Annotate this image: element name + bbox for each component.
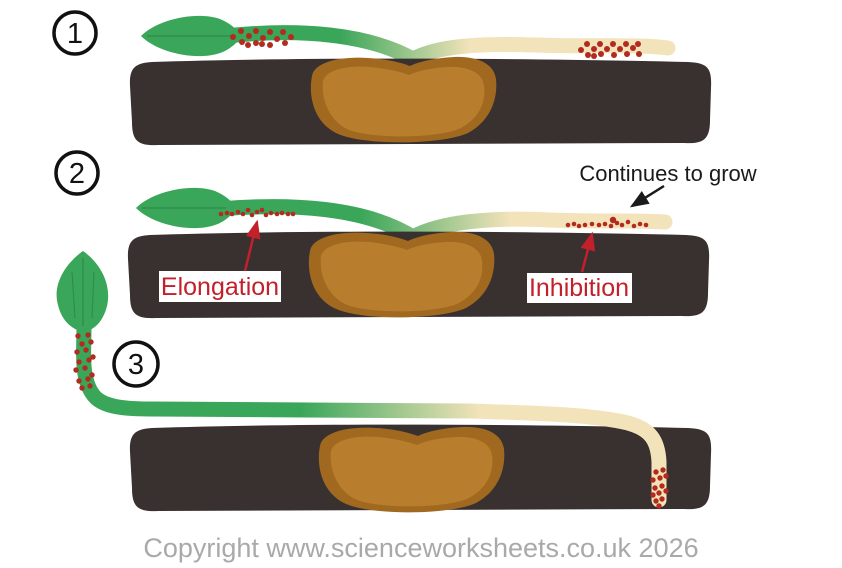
- stage-1-diagram: 1: [52, 10, 712, 146]
- continues-to-grow-label: Continues to grow: [579, 161, 756, 186]
- stage-2-seedling-stem: [212, 199, 673, 246]
- stage-3-leaf: [56, 251, 109, 332]
- stage-2-leaf: [135, 187, 238, 229]
- stage-2-number: 2: [69, 158, 85, 190]
- stage-1-number-circle: [52, 10, 98, 56]
- stage-3-auxin-dots-root: [650, 467, 669, 509]
- stage-1-seedling-stem: [218, 25, 676, 68]
- stage-3-number-badge: 3: [112, 340, 160, 388]
- elongation-arrow: [243, 219, 261, 272]
- inhibition-arrow: [580, 231, 596, 273]
- stage-2-number-badge: 2: [54, 150, 100, 196]
- stage-1-number-badge: 1: [52, 10, 98, 56]
- stage-1-auxin-dots-shoot: [230, 28, 294, 48]
- stage-3-auxin-dots-shoot: [73, 332, 96, 391]
- stage-1-leaf: [140, 15, 243, 57]
- stage-2-seed: [308, 231, 495, 318]
- stage-3-number: 3: [128, 349, 144, 381]
- stage-2-number-circle: [54, 150, 100, 196]
- inhibition-label-text: Inhibition: [529, 274, 629, 302]
- stage-2-diagram: Continues to grow Elongation Inhibition …: [54, 150, 757, 319]
- inhibition-label: Inhibition: [527, 273, 632, 303]
- stage-1-auxin-dots-root: [578, 41, 642, 59]
- elongation-label: Elongation: [159, 271, 281, 302]
- elongation-label-text: Elongation: [161, 273, 279, 301]
- stage-1-number: 1: [67, 18, 83, 50]
- stage-3-number-circle: [112, 340, 160, 388]
- inhibition-label-box: [527, 273, 632, 303]
- continues-to-grow-arrow: [629, 184, 665, 208]
- elongation-label-box: [159, 271, 281, 302]
- copyright-text: Copyright www.scienceworksheets.co.uk 20…: [143, 533, 698, 563]
- stage-1-seed: [310, 56, 497, 143]
- stage-2-auxin-dots-shoot: [218, 207, 296, 218]
- stage-2-auxin-dots-root: [565, 216, 649, 229]
- stage-3-diagram: 3: [56, 251, 712, 513]
- stage-3-seed: [318, 426, 505, 513]
